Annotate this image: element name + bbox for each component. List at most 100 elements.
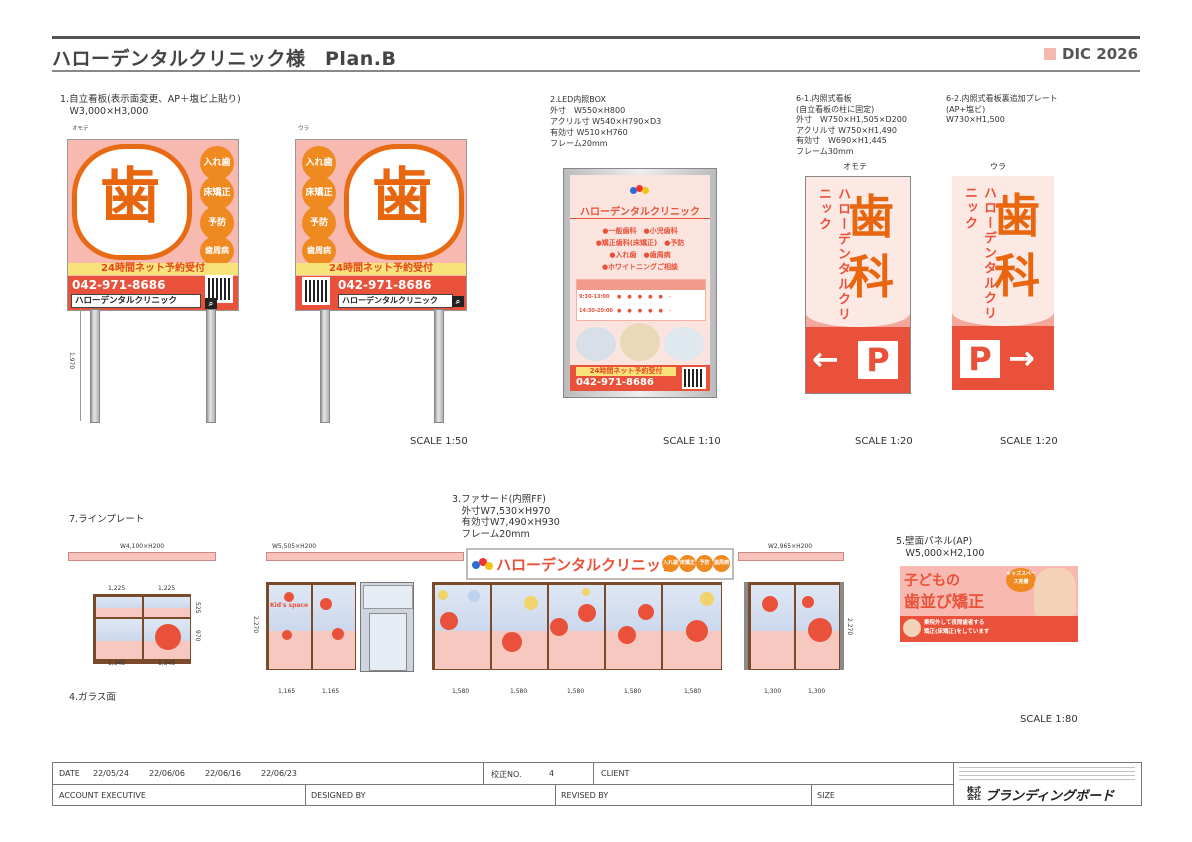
sign1-back-char: 歯 — [372, 162, 432, 232]
ae-label: ACCOUNT EXECUTIVE — [59, 791, 146, 800]
arrow-left-icon: ← — [812, 340, 839, 378]
lineplate-dim-1: W4,100×H200 — [120, 543, 165, 550]
circle-shokyosei: 床矯正 — [200, 176, 234, 210]
dim: 1,345 — [108, 660, 126, 667]
dim: 1,165 — [322, 688, 340, 695]
tooth-shape-back — [344, 144, 464, 260]
glass-pane — [491, 584, 548, 670]
fine-print — [959, 767, 1135, 781]
hours-pm: 14:30-20:00 — [579, 308, 613, 314]
dim: 1,225 — [158, 585, 176, 592]
led-reserve: 24時間ネット予約受付 — [576, 367, 676, 376]
sign1-back-qr — [302, 277, 330, 305]
hours-marks: ●●●●●– — [617, 294, 678, 300]
glass-d-wall — [744, 582, 844, 670]
circle-ireba: 入れ歯 — [200, 146, 234, 180]
dim-line — [80, 309, 81, 421]
glass-pane — [312, 584, 356, 670]
glass-label: 4.ガラス面 — [69, 692, 116, 703]
sign1-front-board: 歯 入れ歯 床矯正 予防 歯周病 24時間ネット予約受付 042-971-868… — [67, 139, 239, 311]
led-panel: ハローデンタルクリニック ●一般歯科 ●小児歯科 ●矯正歯科(床矯正) ●予防 … — [570, 175, 710, 391]
kids-icon — [332, 628, 344, 640]
deco-dot — [700, 592, 714, 606]
led-photos — [574, 323, 706, 363]
dic-label: DIC 2026 — [1062, 45, 1139, 63]
client-label: CLIENT — [601, 769, 630, 778]
panel-red-band: 乗院外して夜間歯者する 矯正(床矯正)をしています — [900, 616, 1078, 642]
dim: 1,300 — [808, 688, 826, 695]
kids-space-label: Kid's space — [270, 602, 309, 609]
glass-a-frame — [93, 594, 191, 664]
facade-sign: ハローデンタルクリニック 入れ歯 床矯正 予防 歯周病 — [466, 548, 734, 580]
sign62-back-label: ウラ — [990, 162, 1006, 171]
sign1-front-pole-right — [206, 309, 216, 423]
lineplate-dim-2: W5,505×H200 — [272, 543, 317, 550]
divider — [570, 218, 710, 219]
sign1-scale: SCALE 1:50 — [410, 436, 468, 447]
tooth-icon — [550, 618, 568, 636]
dim: 2,270 — [846, 618, 853, 636]
sign61-char-1: 歯 — [848, 190, 894, 244]
glass-pane — [605, 584, 662, 670]
led-frame: ハローデンタルクリニック ●一般歯科 ●小児歯科 ●矯正歯科(床矯正) ●予防 … — [563, 168, 717, 398]
sign62-label: 6-2.内照式看板裏追加プレート (AP+塩ビ) W730×H1,500 — [946, 94, 1058, 124]
lineplate-label: 7.ラインプレート — [69, 514, 145, 525]
arrow-right-icon: → — [1008, 339, 1035, 377]
led-red-band: 24時間ネット予約受付 042-971-8686 — [570, 365, 710, 391]
sign1-back-phone: 042-971-8686 — [338, 278, 432, 292]
revised-label: REVISED BY — [561, 791, 609, 800]
tooth-icon — [618, 626, 636, 644]
sign62-parking-band: P → — [952, 326, 1054, 390]
glass-pane — [95, 596, 143, 618]
lineplate-3 — [738, 552, 844, 561]
circle-yobo: 予防 — [200, 206, 234, 240]
dim: 1,580 — [510, 688, 528, 695]
sign62-scale: SCALE 1:20 — [1000, 436, 1058, 447]
panel-line2: 歯並び矯正 — [904, 592, 985, 611]
led-qr — [682, 367, 706, 389]
sign1-height-dim: 1,970 — [68, 352, 75, 370]
sign1-back-pole-left — [320, 309, 330, 423]
dim: 1,225 — [108, 585, 126, 592]
revision-label: 校正NO. — [491, 770, 522, 779]
logo-icon — [630, 185, 650, 197]
search-icon: ⌕ — [205, 298, 217, 309]
tooth-icon — [802, 596, 814, 608]
glass-scale: SCALE 1:80 — [1020, 714, 1078, 725]
led-services: ●一般歯科 ●小児歯科 ●矯正歯科(床矯正) ●予防 ●入れ歯 ●歯周病 ●ホワ… — [574, 225, 706, 273]
dim: 2,270 — [252, 616, 259, 634]
sign1-back-name: ハローデンタルクリニック — [338, 294, 453, 308]
dim: 525 — [194, 602, 201, 614]
facade-tag: 入れ歯 — [662, 555, 679, 572]
led-phone: 042-971-8686 — [576, 377, 654, 388]
hours-marks: ●●●●●– — [617, 308, 678, 314]
sign62-board: ハローデンタルクリニック 歯 科 P → — [952, 176, 1054, 390]
sign1-front-red: 042-971-8686 ハローデンタルクリニック ⌕ — [68, 275, 238, 310]
date: 22/05/24 — [93, 769, 129, 778]
led-service-line: ●入れ歯 ●歯周病 — [609, 251, 671, 259]
glass-pane — [143, 596, 191, 618]
circle-shishubyo-back: 歯周病 — [302, 236, 336, 266]
tooth-icon — [502, 632, 522, 652]
glass-pane — [95, 618, 143, 660]
header-top-rule — [52, 36, 1140, 39]
led-service-line: ●矯正歯科(床矯正) ●予防 — [595, 239, 685, 247]
panel-label: 5.壁面パネル(AP) W5,000×H2,100 — [896, 536, 985, 559]
circle-ireba-back: 入れ歯 — [302, 146, 336, 180]
lineplate-2 — [266, 552, 464, 561]
dim: 1,580 — [567, 688, 585, 695]
dim: 1,580 — [452, 688, 470, 695]
sign1-label: 1.自立看板(表示面変更、AP＋塩ビ上貼り) W3,000×H3,000 — [60, 94, 241, 117]
date: 22/06/23 — [261, 769, 297, 778]
dim: 1,165 — [278, 688, 296, 695]
designed-label: DESIGNED BY — [311, 791, 366, 800]
sign61-front-label: オモテ — [843, 162, 867, 171]
date: 22/06/06 — [149, 769, 185, 778]
sign1-back-red: 042-971-8686 ハローデンタルクリニック ⌕ — [296, 276, 466, 310]
deco-dot — [438, 590, 448, 600]
size-label: SIZE — [817, 791, 835, 800]
tooth-icon — [808, 618, 832, 642]
hours-header — [577, 280, 705, 290]
lineplate-dim-3: W2,965×H200 — [768, 543, 813, 550]
sign1-front-char: 歯 — [100, 162, 160, 232]
